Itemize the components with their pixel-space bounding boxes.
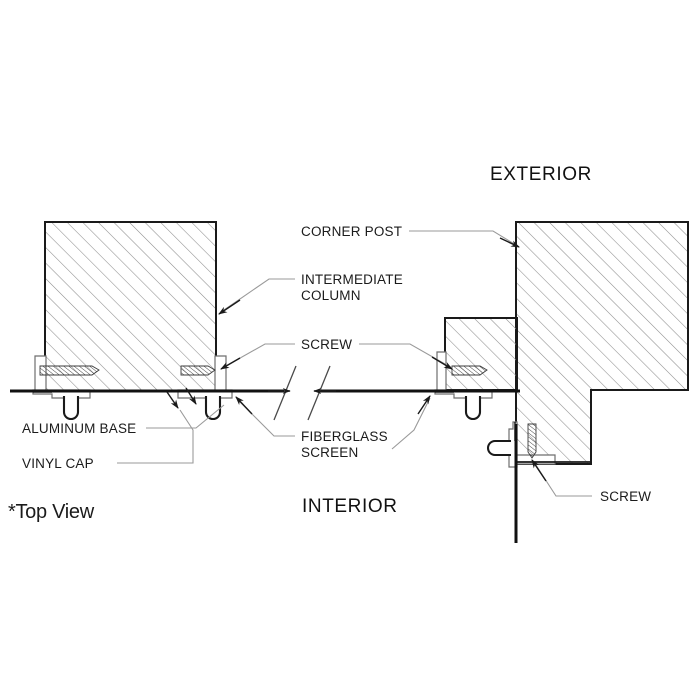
leader-screw-top: [220, 343, 453, 370]
leader-intermediate-column: [218, 278, 295, 315]
leader-arrow-intermediate-column: [218, 299, 241, 315]
leader-aluminum-base: [146, 404, 225, 429]
leader-line-fiberglass-left: [237, 399, 295, 437]
intermediate-column-member: [44, 221, 217, 392]
vinyl-cap-spline-mid: [204, 396, 222, 421]
screw-bottom-label: SCREW: [600, 489, 651, 504]
leader-line-screw-mid: [225, 343, 295, 367]
leader-line-fiberglass-right: [391, 397, 431, 450]
side-column-member: [444, 317, 518, 391]
intermediate-column-body: [44, 221, 217, 392]
break-slash-right: [307, 365, 331, 421]
corner-post-member: [515, 221, 689, 465]
fiberglass-screen-label-line2: SCREEN: [301, 445, 358, 460]
vinyl-cap-spline-left: [62, 396, 80, 421]
side-column-body: [444, 317, 518, 391]
screw-fastener-vertical: [527, 423, 537, 459]
leader-arrow-screw-side: [431, 356, 453, 370]
screw-body-side: [451, 365, 488, 376]
break-slash-left: [273, 365, 297, 421]
screen-break-symbol: [268, 365, 336, 421]
corner-post-body: [515, 221, 689, 465]
vinyl-cap-spline-side: [464, 396, 482, 421]
leader-arrow-screw-mid: [220, 357, 241, 370]
leader-screw-bottom: [531, 459, 592, 497]
screw-body-vertical: [527, 423, 537, 459]
screw-fastener-side: [451, 365, 488, 376]
intermediate-column-label-line2: COLUMN: [301, 288, 361, 303]
exterior-label: EXTERIOR: [490, 164, 592, 185]
leader-arrow-fiberglass-right: [417, 395, 431, 415]
aluminum-base-label: ALUMINUM BASE: [22, 421, 136, 436]
leader-line-aluminum-base: [146, 404, 225, 429]
leader-vinyl-cap: [117, 387, 197, 464]
screw-top-label: SCREW: [301, 337, 352, 352]
leader-line-vinyl-cap: [117, 409, 194, 464]
leader-arrow-vinyl-cap-2: [185, 387, 197, 405]
vinyl-cap-vertical: [487, 421, 518, 468]
screw-fastener-left: [39, 365, 100, 376]
leader-line-screw-bottom: [533, 461, 592, 497]
leader-arrow-vinyl-cap: [166, 391, 179, 409]
vinyl-cap-side: [434, 389, 493, 420]
interior-label: INTERIOR: [302, 496, 398, 517]
screw-fastener-mid: [180, 365, 216, 376]
leader-fiberglass-screen: [235, 395, 431, 450]
top-view-note: *Top View: [8, 501, 95, 523]
leader-arrow-corner-post: [499, 237, 520, 248]
leader-line-intermediate-column: [223, 278, 295, 311]
leader-arrow-screw-bottom: [531, 459, 547, 482]
vinyl-cap-left: [32, 389, 91, 420]
intermediate-column-label-line1: INTERMEDIATE: [301, 272, 403, 287]
leader-arrow-fiberglass-left: [235, 396, 253, 415]
screw-body-left: [39, 365, 100, 376]
screw-body-mid: [180, 365, 216, 376]
leader-line-corner-post: [409, 230, 517, 246]
vinyl-cap-label: VINYL CAP: [22, 456, 94, 471]
aluminum-base-upstand-mid: [214, 355, 227, 393]
leader-corner-post: [409, 230, 520, 248]
corner-post-label: CORNER POST: [301, 224, 402, 239]
aluminum-base-upstand-side: [436, 351, 447, 393]
vinyl-cap-spline-vertical: [486, 439, 511, 457]
fiberglass-screen-label-line1: FIBERGLASS: [301, 429, 388, 444]
